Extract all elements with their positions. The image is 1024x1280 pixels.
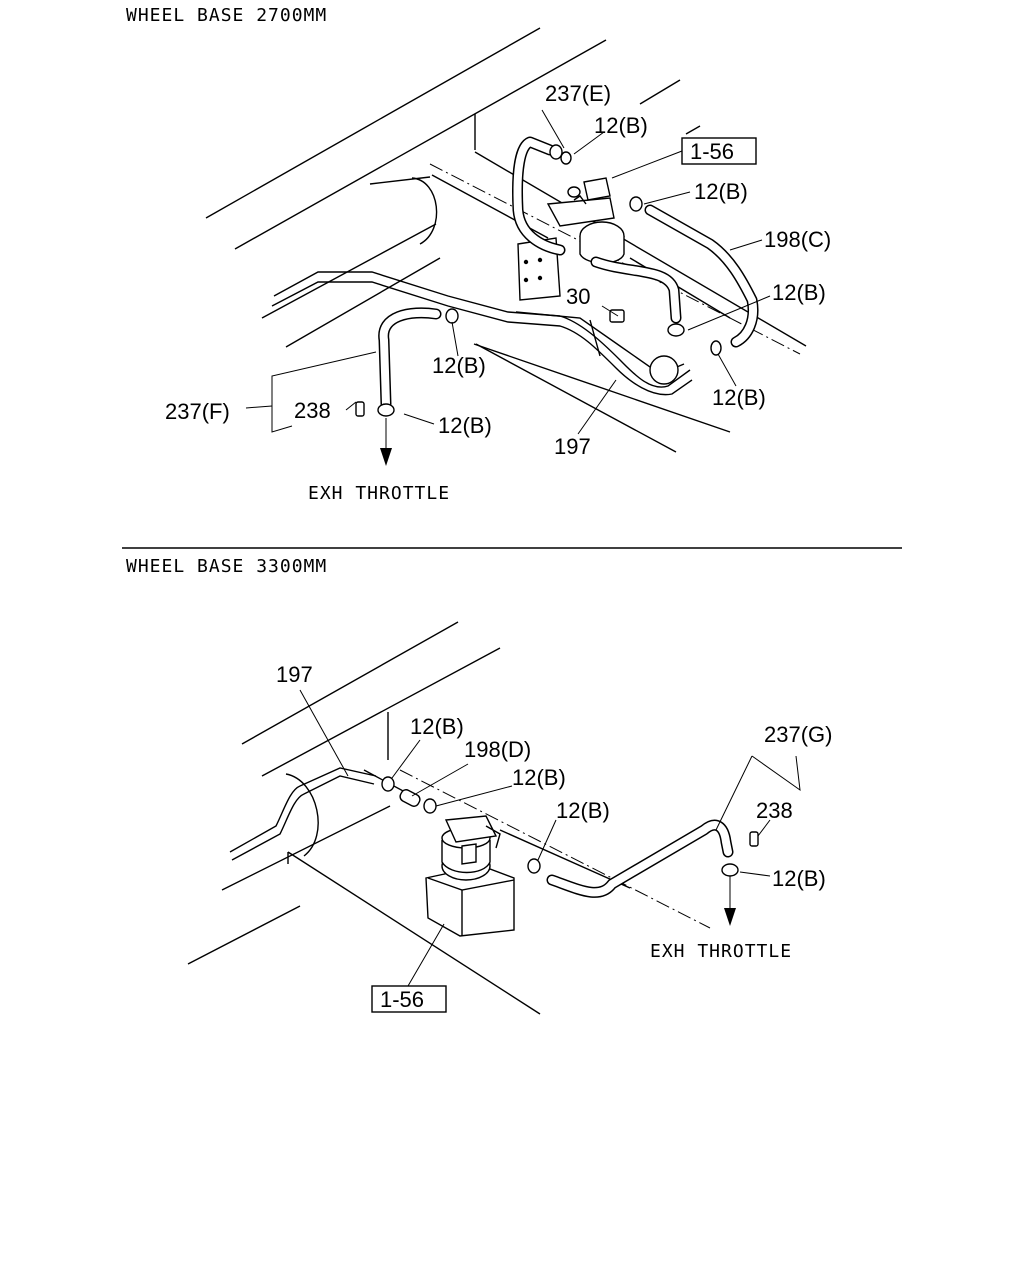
top-label-30: 30 [566,284,590,309]
top-arrow-down-icon [380,418,392,466]
top-label-198c: 198(C) [764,227,831,252]
bottom-vacuum-valve-icon [425,815,515,937]
top-label-197: 197 [554,434,591,459]
top-ref-box [681,137,757,165]
bottom-label-12b-a: 12(B) [410,714,464,739]
top-label-238: 238 [294,398,331,423]
top-label-12b-f: 12(B) [438,413,492,438]
top-label-12b-e: 12(B) [712,385,766,410]
bottom-frame-rails [187,621,711,1015]
bottom-hoses [229,767,734,898]
top-hoses [271,136,759,410]
bottom-label-238: 238 [756,798,793,823]
bottom-section: WHEEL BASE 3300MM [126,556,832,1015]
bottom-label-12b-d: 12(B) [772,866,826,891]
top-label-12b-b: 12(B) [694,179,748,204]
top-vacuum-valve-icon [517,177,625,301]
top-label-237e: 237(E) [545,81,611,106]
bottom-label-237g: 237(G) [764,722,832,747]
bottom-label-12b-b: 12(B) [512,765,566,790]
top-ref-box-label: 1-56 [690,139,734,164]
bottom-label-198d: 198(D) [464,737,531,762]
top-label-12b-a: 12(B) [594,113,648,138]
top-destination: EXH THROTTLE [308,483,450,504]
top-hose-clamp-icons [355,144,722,417]
top-label-12b-d: 12(B) [432,353,486,378]
bottom-label-197: 197 [276,662,313,687]
bottom-label-12b-c: 12(B) [556,798,610,823]
bottom-ref-box-label: 1-56 [380,987,424,1012]
bottom-hose-clamp-icons [381,776,759,877]
bottom-leaders [299,689,801,987]
top-section-title: WHEEL BASE 2700MM [126,5,327,26]
bottom-ref-box [371,985,447,1013]
bottom-section-title: WHEEL BASE 3300MM [126,556,327,577]
top-label-237f: 237(F) [165,399,230,424]
top-section: WHEEL BASE 2700MM [126,5,831,504]
bottom-destination: EXH THROTTLE [650,941,792,962]
bottom-arrow-down-icon [724,876,736,926]
top-label-12b-c: 12(B) [772,280,826,305]
top-leaders [245,109,771,435]
